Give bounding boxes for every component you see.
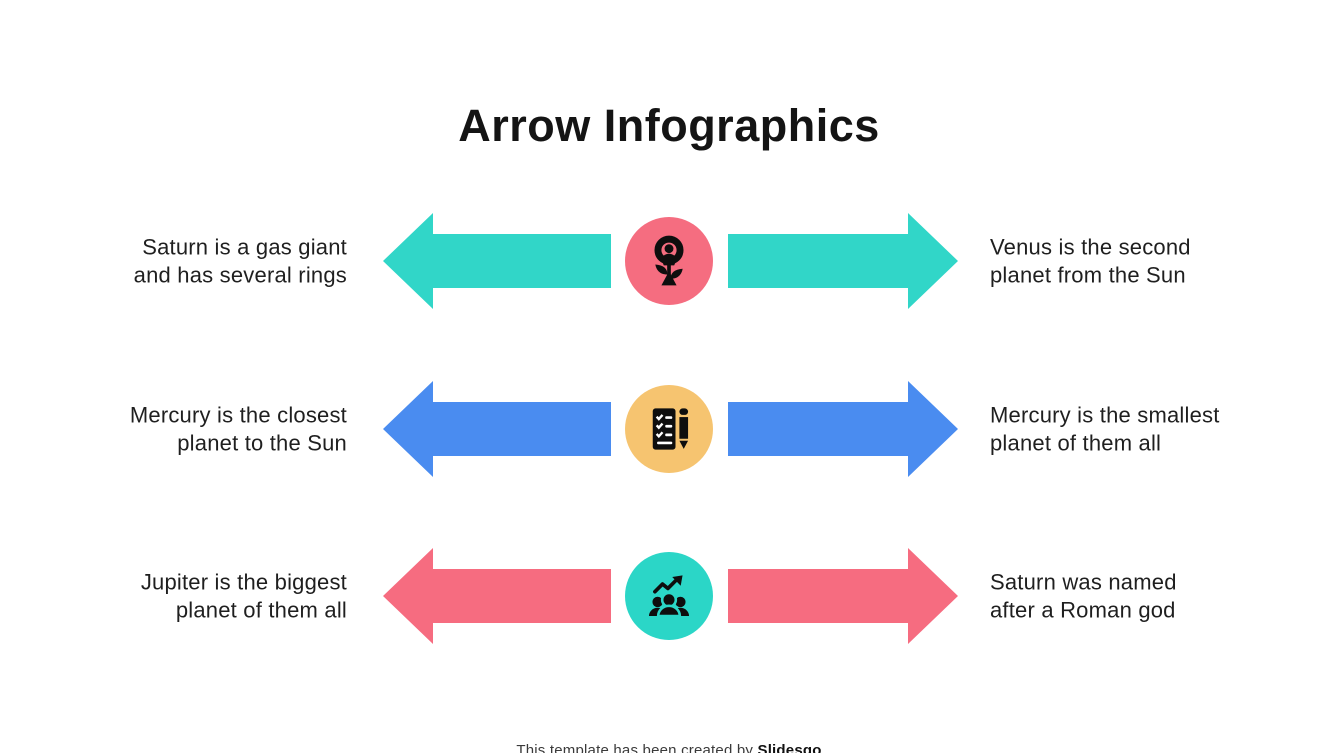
- row2-left-line2: planet to the Sun: [177, 430, 347, 455]
- right-arrow: [728, 548, 958, 644]
- page-title: Arrow Infographics: [458, 100, 880, 152]
- team-growth-icon: [648, 575, 690, 618]
- row1-icon-circle: [625, 217, 713, 305]
- row2-left-text: Mercury is the closest planet to the Sun: [130, 402, 347, 457]
- row1-left-line1: Saturn is a gas giant: [142, 234, 347, 260]
- left-arrow: [383, 548, 611, 644]
- footer-credit: This template has been created by Slides…: [0, 742, 1338, 753]
- right-arrow: [728, 213, 958, 309]
- row2-left-line1: Mercury is the closest: [129, 402, 347, 428]
- row1-right-line2: planet from the Sun: [990, 262, 1186, 287]
- row2-right-line1: Mercury is the smallest: [990, 402, 1220, 428]
- row3-left-line1: Jupiter is the biggest: [140, 569, 347, 595]
- row3-icon-circle: [625, 552, 713, 640]
- row1-right-line1: Venus is the second: [990, 234, 1191, 260]
- row2-right-text: Mercury is the smallest planet of them a…: [990, 402, 1220, 457]
- row3-right-line2: after a Roman god: [990, 597, 1176, 622]
- row3-left-line2: planet of them all: [175, 597, 347, 622]
- checklist-pencil-icon: [652, 408, 689, 450]
- row1-right-text: Venus is the second planet from the Sun: [990, 234, 1191, 289]
- row3-right-text: Saturn was named after a Roman god: [990, 569, 1177, 624]
- footer-credit-text: This template has been created by: [516, 742, 758, 753]
- arrow-row-3: Jupiter is the biggest planet of them al…: [0, 548, 1338, 644]
- row1-left-line2: and has several rings: [133, 262, 347, 287]
- row3-right-line1: Saturn was named: [990, 569, 1177, 595]
- arrow-row-1: Saturn is a gas giant and has several ri…: [0, 213, 1338, 309]
- footer-brand: Slidesgo: [757, 742, 822, 753]
- arrow-row-2: Mercury is the closest planet to the Sun: [0, 381, 1338, 477]
- row1-left-text: Saturn is a gas giant and has several ri…: [134, 234, 347, 289]
- row3-left-text: Jupiter is the biggest planet of them al…: [141, 569, 347, 624]
- row2-icon-circle: [625, 385, 713, 473]
- left-arrow: [383, 213, 611, 309]
- row2-right-line2: planet of them all: [990, 430, 1162, 455]
- plant-person-icon: [654, 235, 684, 286]
- left-arrow: [383, 381, 611, 477]
- right-arrow: [728, 381, 958, 477]
